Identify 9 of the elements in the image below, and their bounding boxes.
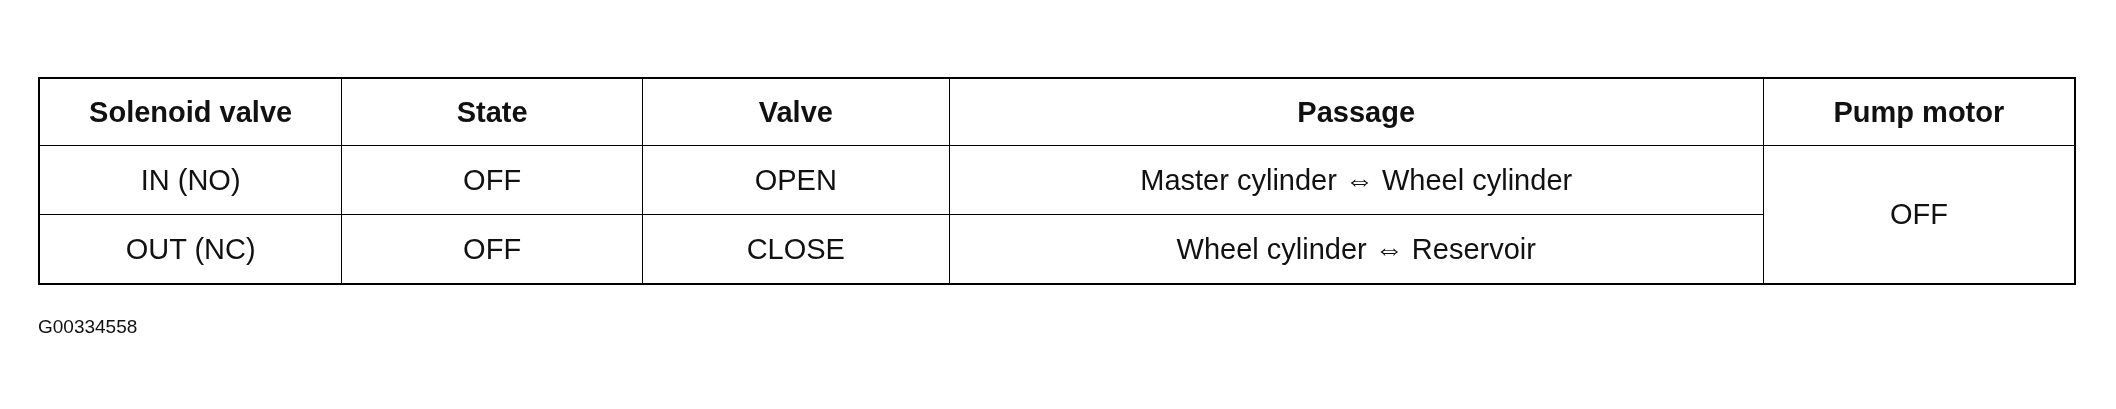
column-header: State bbox=[341, 78, 643, 146]
column-header: Passage bbox=[949, 78, 1764, 146]
table-cell: OFF bbox=[341, 145, 643, 215]
table-cell: IN (NO) bbox=[39, 145, 342, 215]
column-header: Solenoid valve bbox=[39, 78, 342, 146]
table-cell: Master cylinder ⇔ Wheel cylinder bbox=[949, 145, 1764, 215]
column-header: Valve bbox=[642, 78, 950, 146]
table-cell: OPEN bbox=[642, 145, 950, 215]
figure-code: G00334558 bbox=[38, 316, 138, 338]
